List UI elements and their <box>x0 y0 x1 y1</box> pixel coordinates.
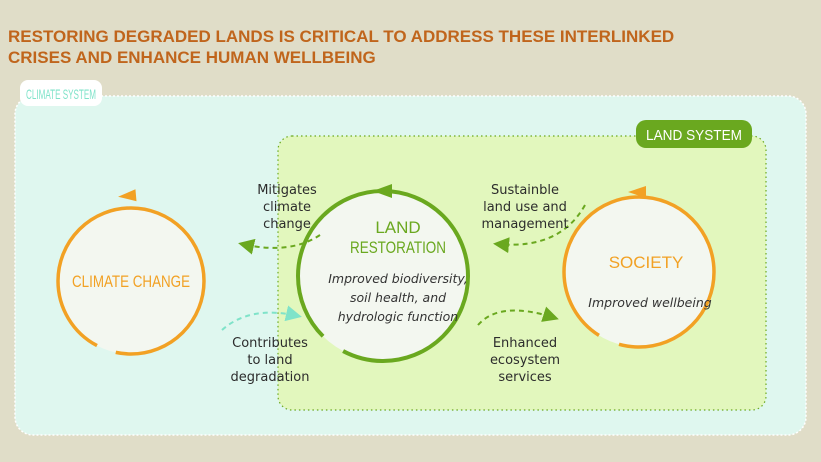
society-circle <box>562 195 716 349</box>
enhanced-line: services <box>498 370 552 385</box>
sustainable-arrow <box>493 204 586 254</box>
climate-change-title: CLIMATE CHANGE <box>72 272 190 291</box>
society-title: SOCIETY <box>609 253 684 272</box>
land-restoration-desc-1: Improved biodiversity, <box>328 271 468 286</box>
land-system-label: LAND SYSTEM <box>646 127 742 144</box>
contributes-label: Contributes to land degradation <box>231 336 310 385</box>
sustainable-line: land use and <box>483 200 567 215</box>
land-restoration-title-1: LAND <box>375 218 420 237</box>
climate-system-label: CLIMATE SYSTEM <box>26 86 96 102</box>
sustainable-line: management <box>481 217 568 232</box>
climate-system-label-bg <box>20 80 102 106</box>
mitigates-line: change <box>263 217 311 232</box>
contributes-line: degradation <box>231 370 310 385</box>
land-restoration-title-2: RESTORATION <box>350 238 446 257</box>
land-restoration-node: LAND RESTORATION Improved biodiversity, … <box>296 184 470 363</box>
title-line-2: CRISES AND ENHANCE HUMAN WELLBEING <box>8 48 376 67</box>
mitigates-label: Mitigates climate change <box>257 183 317 232</box>
title-line-1: RESTORING DEGRADED LANDS IS CRITICAL TO … <box>8 27 674 46</box>
contributes-arrow <box>221 305 302 331</box>
land-restoration-desc-3: hydrologic function <box>338 309 459 324</box>
land-arrowhead-icon <box>373 184 392 198</box>
enhanced-line: Enhanced <box>493 336 557 351</box>
sustainable-line: Sustainble <box>491 183 559 198</box>
climate-change-circle <box>56 206 206 356</box>
enhanced-line: ecosystem <box>490 353 560 368</box>
society-desc: Improved wellbeing <box>588 295 711 310</box>
climate-arrowhead-icon <box>118 189 137 202</box>
climate-change-node: CLIMATE CHANGE <box>56 189 206 356</box>
land-restoration-desc-2: soil health, and <box>350 290 446 305</box>
contributes-line: Contributes <box>232 336 308 351</box>
society-node: SOCIETY Improved wellbeing <box>562 186 716 349</box>
mitigates-arrow <box>238 234 321 255</box>
enhanced-label: Enhanced ecosystem services <box>490 336 560 385</box>
land-system-label-bg <box>636 120 752 148</box>
contributes-line: to land <box>247 353 292 368</box>
society-arrowhead-icon <box>628 186 646 198</box>
sustainable-label: Sustainble land use and management <box>481 183 568 232</box>
mitigates-line: Mitigates <box>257 183 317 198</box>
mitigates-line: climate <box>263 200 311 215</box>
